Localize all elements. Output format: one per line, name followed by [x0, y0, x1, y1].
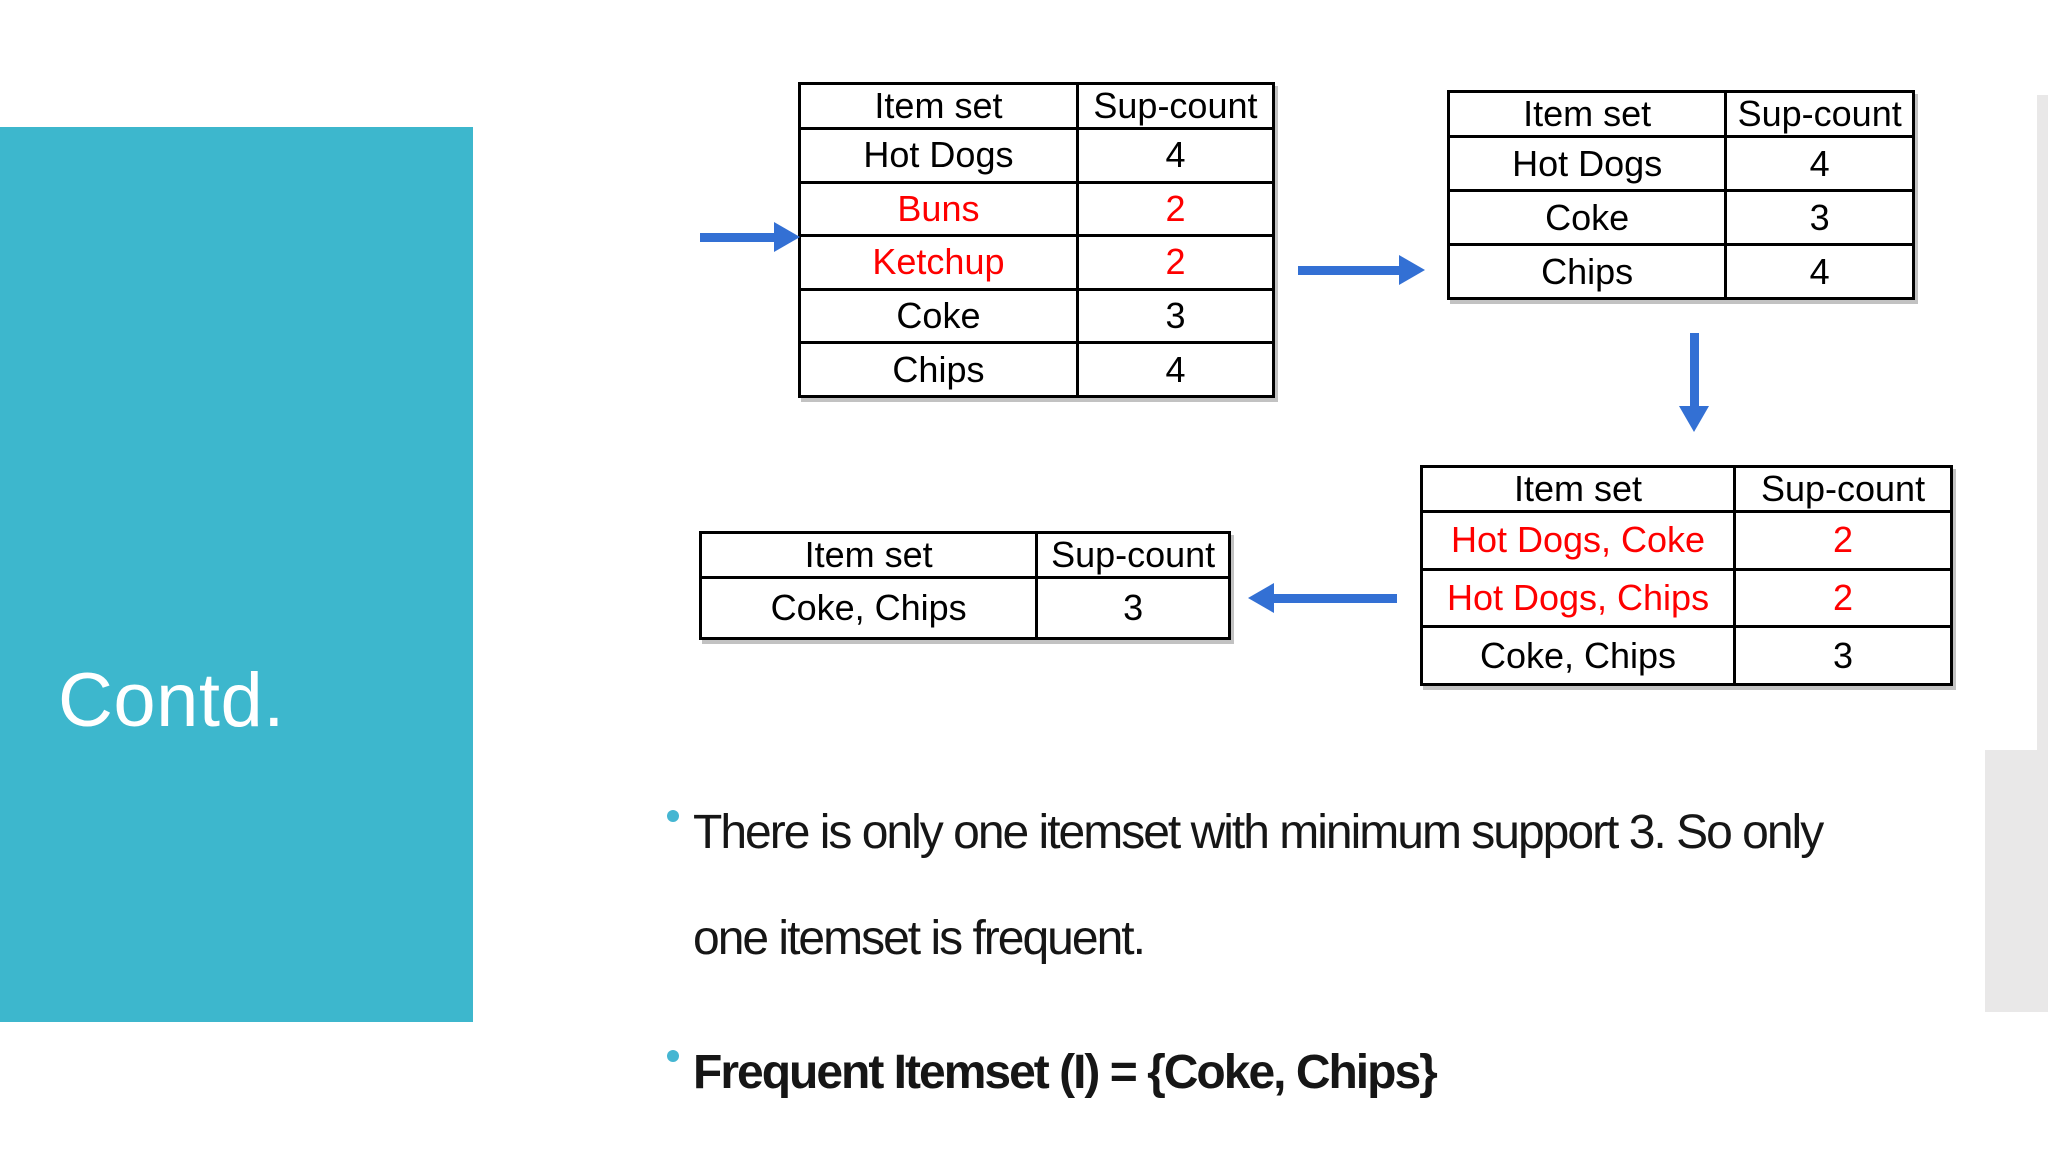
column-header-itemset: Item set: [1419, 465, 1737, 513]
arrow-left-icon: [1248, 583, 1397, 613]
title-panel: Contd.: [0, 127, 473, 1022]
supcount-cell: 4: [1075, 341, 1276, 398]
arrow-head: [1679, 406, 1709, 432]
supcount-cell: 2: [1733, 510, 1953, 571]
arrow-shaft: [700, 233, 776, 242]
arrow-shaft: [1272, 594, 1397, 603]
supcount-cell: 3: [1724, 189, 1915, 246]
bullet-icon: [667, 1050, 679, 1062]
itemset-cell: Coke: [798, 287, 1079, 345]
itemset-cell: Hot Dogs: [1446, 135, 1728, 192]
supcount-cell: 4: [1724, 243, 1915, 300]
supcount-cell: 3: [1075, 287, 1276, 345]
arrow-head: [1248, 583, 1274, 613]
supcount-cell: 3: [1733, 625, 1953, 686]
bullet-line: one itemset is frequent.: [693, 912, 1146, 965]
bullet-icon: [667, 810, 679, 822]
column-header-supcount: Sup-count: [1724, 90, 1915, 138]
scrollbar-thumb[interactable]: [1985, 750, 2048, 1012]
supcount-cell: 4: [1075, 127, 1276, 184]
itemset-cell: Coke, Chips: [1419, 625, 1737, 686]
scrollbar-track[interactable]: [2037, 95, 2048, 1012]
arrow-right-icon: [1298, 255, 1425, 285]
itemset-cell: Coke, Chips: [698, 576, 1039, 640]
column-header-supcount: Sup-count: [1733, 465, 1953, 513]
itemset-cell: Chips: [1446, 243, 1728, 300]
itemset-cell: Ketchup: [798, 234, 1079, 291]
bullet-text-frequent-note: There is only one itemset with minimum s…: [693, 780, 1824, 992]
itemset-cell: Hot Dogs: [798, 127, 1079, 184]
itemset-cell: Chips: [798, 341, 1079, 398]
bullet-line: Frequent Itemset (I) = {Coke, Chips}: [693, 1046, 1438, 1099]
column-header-itemset: Item set: [698, 531, 1039, 579]
arrow-shaft: [1690, 333, 1699, 408]
supcount-cell: 2: [1733, 567, 1953, 629]
arrow-down-icon: [1679, 333, 1709, 432]
itemset-cell: Coke: [1446, 189, 1728, 246]
supcount-cell: 3: [1035, 576, 1231, 640]
itemset-cell: Hot Dogs, Coke: [1419, 510, 1737, 571]
bullet-text-frequent-itemset: Frequent Itemset (I) = {Coke, Chips}: [693, 1020, 1438, 1126]
arrow-shaft: [1298, 266, 1401, 275]
supcount-cell: 2: [1075, 180, 1276, 238]
column-header-itemset: Item set: [1446, 90, 1728, 138]
arrow-head: [774, 222, 800, 252]
arrow-right-icon: [700, 222, 800, 252]
column-header-itemset: Item set: [798, 82, 1079, 130]
column-header-supcount: Sup-count: [1035, 531, 1231, 579]
column-header-supcount: Sup-count: [1075, 82, 1276, 130]
bullet-line: There is only one itemset with minimum s…: [693, 806, 1824, 859]
supcount-cell: 2: [1075, 234, 1276, 291]
itemset-cell: Hot Dogs, Chips: [1419, 567, 1737, 629]
arrow-head: [1399, 255, 1425, 285]
supcount-cell: 4: [1724, 135, 1915, 192]
itemset-cell: Buns: [798, 180, 1079, 238]
slide-title: Contd.: [58, 658, 285, 743]
